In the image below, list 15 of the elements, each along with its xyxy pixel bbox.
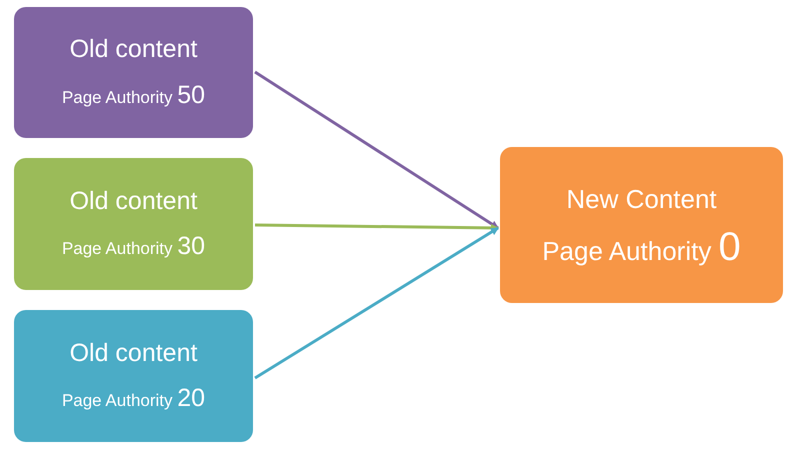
arrow <box>254 70 499 230</box>
content-box <box>14 310 253 442</box>
box-title: Old content <box>70 186 198 216</box>
content-box <box>500 147 783 303</box>
content-box <box>14 7 253 138</box>
arrow <box>254 226 499 380</box>
page-authority-text: Page Authority 50 <box>62 80 206 110</box>
page-authority-text: Page Authority 0 <box>542 226 741 270</box>
content-box <box>14 158 253 290</box>
box-title: Old content <box>70 338 198 368</box>
box-title: Old content <box>70 34 198 65</box>
box-title: New Content <box>566 182 717 216</box>
page-authority-text: Page Authority 30 <box>62 231 206 262</box>
page-authority-text: Page Authority 20 <box>62 383 206 414</box>
arrow <box>254 224 499 232</box>
